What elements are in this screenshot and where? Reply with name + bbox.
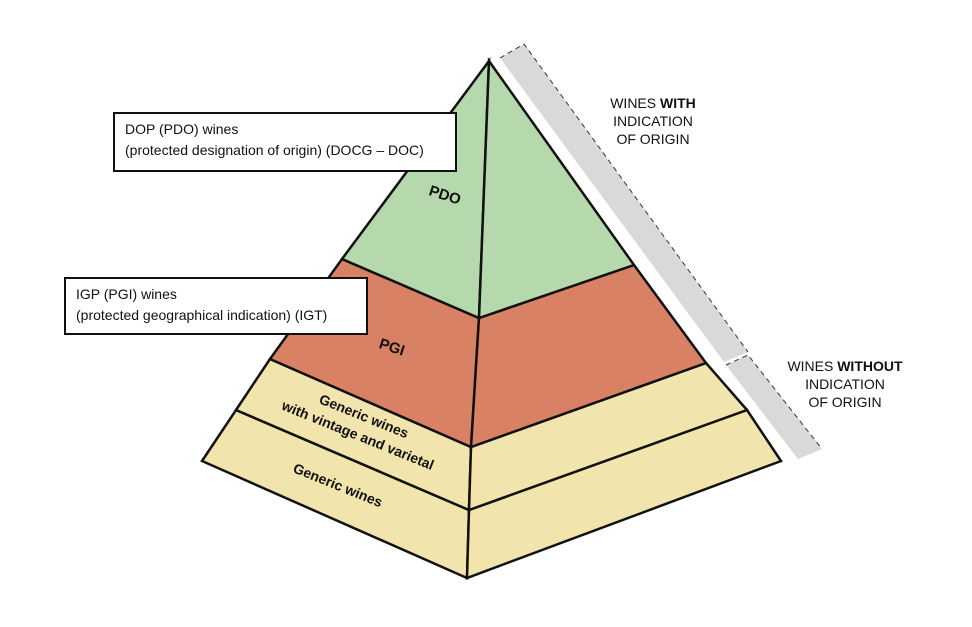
side-label-with-origin: WINES WITH INDICATION OF ORIGIN: [578, 94, 728, 148]
side-label-without-origin: WINES WITHOUT INDICATION OF ORIGIN: [770, 357, 920, 411]
bracket-without-origin-dash: [725, 354, 823, 450]
side-label-with-bold: WITH: [660, 95, 696, 111]
side-label-without-line2: INDICATION: [805, 376, 885, 392]
bracket-with-origin: [500, 44, 748, 362]
side-label-with-line2: INDICATION: [613, 113, 693, 129]
callout-igp-line2: (protected geographical indication) (IGT…: [76, 307, 328, 323]
callout-dop-line2: (protected designation of origin) (DOCG …: [125, 142, 424, 158]
bracket-without-origin: [726, 355, 822, 459]
side-label-without-prefix: WINES: [787, 358, 838, 374]
callout-dop-line1: DOP (PDO) wines: [125, 121, 239, 137]
side-label-with-prefix: WINES: [610, 95, 660, 111]
side-label-with-line3: OF ORIGIN: [616, 131, 690, 147]
bracket-with-origin-dash: [499, 43, 749, 353]
side-label-without-line3: OF ORIGIN: [808, 394, 882, 410]
callout-dop: DOP (PDO) wines (protected designation o…: [113, 112, 457, 172]
callout-igp: IGP (PGI) wines (protected geographical …: [64, 277, 368, 335]
side-label-without-bold: WITHOUT: [837, 358, 903, 374]
tier-pdo-right: [477, 57, 636, 320]
callout-igp-line1: IGP (PGI) wines: [76, 286, 177, 302]
